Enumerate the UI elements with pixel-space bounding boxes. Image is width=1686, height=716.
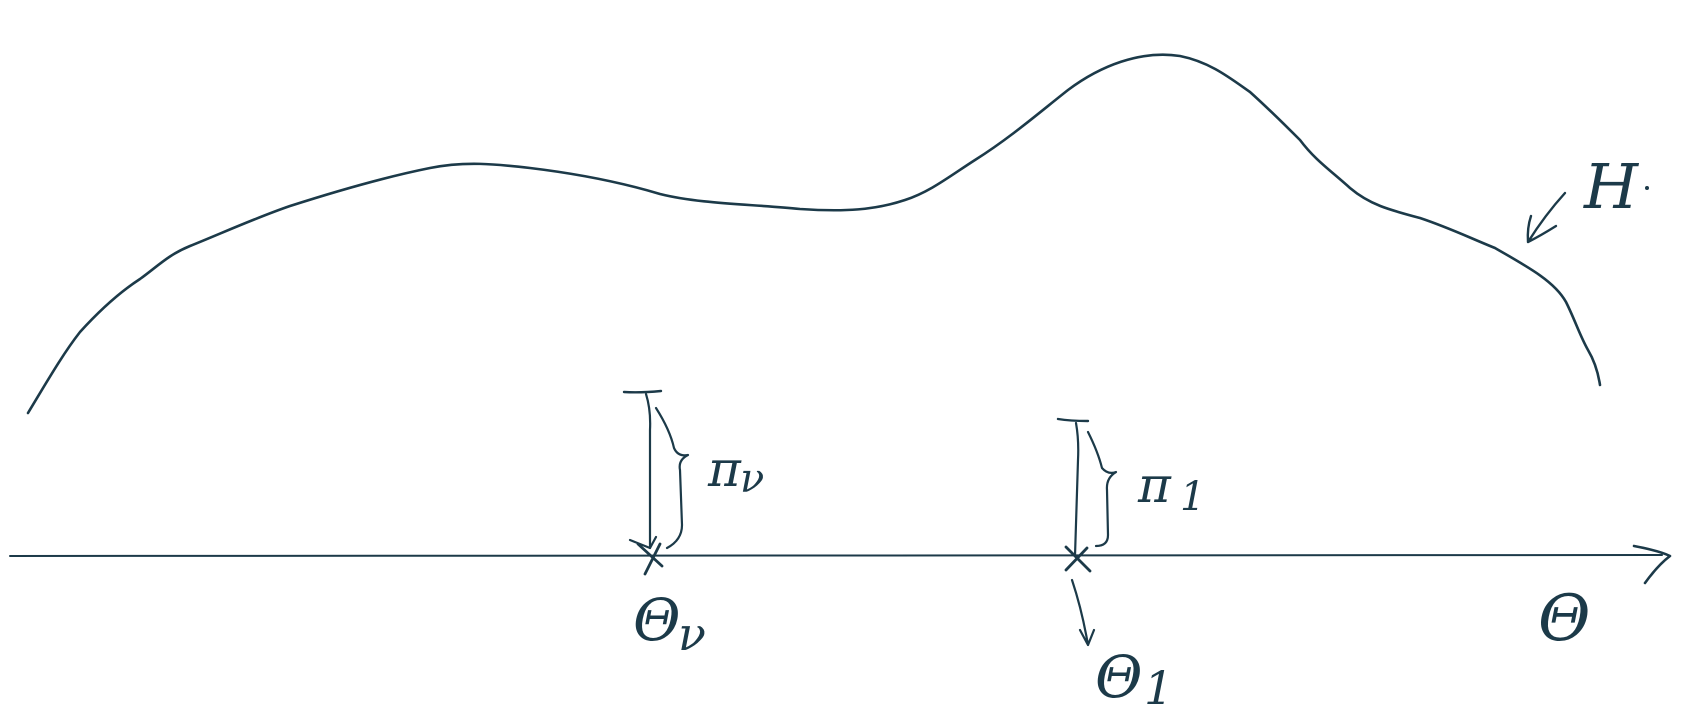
theta-1-pointer-arrow — [1070, 578, 1096, 647]
pi-1-bar-top — [1056, 417, 1090, 423]
theta-1-cross — [1064, 545, 1092, 573]
pi-nu-label: π — [707, 440, 742, 498]
theta-1-marker: π 1 Θ 1 — [1056, 417, 1205, 715]
pi-nu-bar-top — [622, 389, 663, 394]
density-curve — [26, 53, 1602, 415]
theta-nu-subscript: ν — [678, 607, 706, 661]
pi-nu-bar — [644, 392, 652, 550]
theta-nu-label: Θ — [633, 586, 681, 654]
theta-1-label: Θ — [1095, 643, 1143, 711]
axis-label: Θ — [1538, 582, 1590, 656]
theta-nu-marker: π ν Θ ν — [622, 389, 764, 661]
curve-pointer-arrow — [1526, 191, 1567, 244]
pi-nu-brace — [654, 406, 690, 550]
axis-arrowhead — [1632, 544, 1672, 585]
pi-nu-subscript: ν — [740, 456, 764, 502]
pi-1-label: π — [1137, 456, 1172, 514]
curve-label-tick — [1645, 186, 1649, 190]
theta-nu-cross — [636, 542, 664, 576]
pi-1-subscript: 1 — [1180, 474, 1205, 520]
pi-1-bar — [1073, 421, 1080, 558]
axis-line — [9, 554, 1663, 557]
curve-label-group: H — [1526, 150, 1649, 244]
curve-label: H — [1583, 150, 1640, 223]
pi-1-brace — [1086, 430, 1118, 548]
horizontal-axis — [9, 544, 1672, 585]
theta-1-subscript: 1 — [1144, 661, 1173, 715]
pi-nu-arrowhead — [628, 535, 658, 550]
